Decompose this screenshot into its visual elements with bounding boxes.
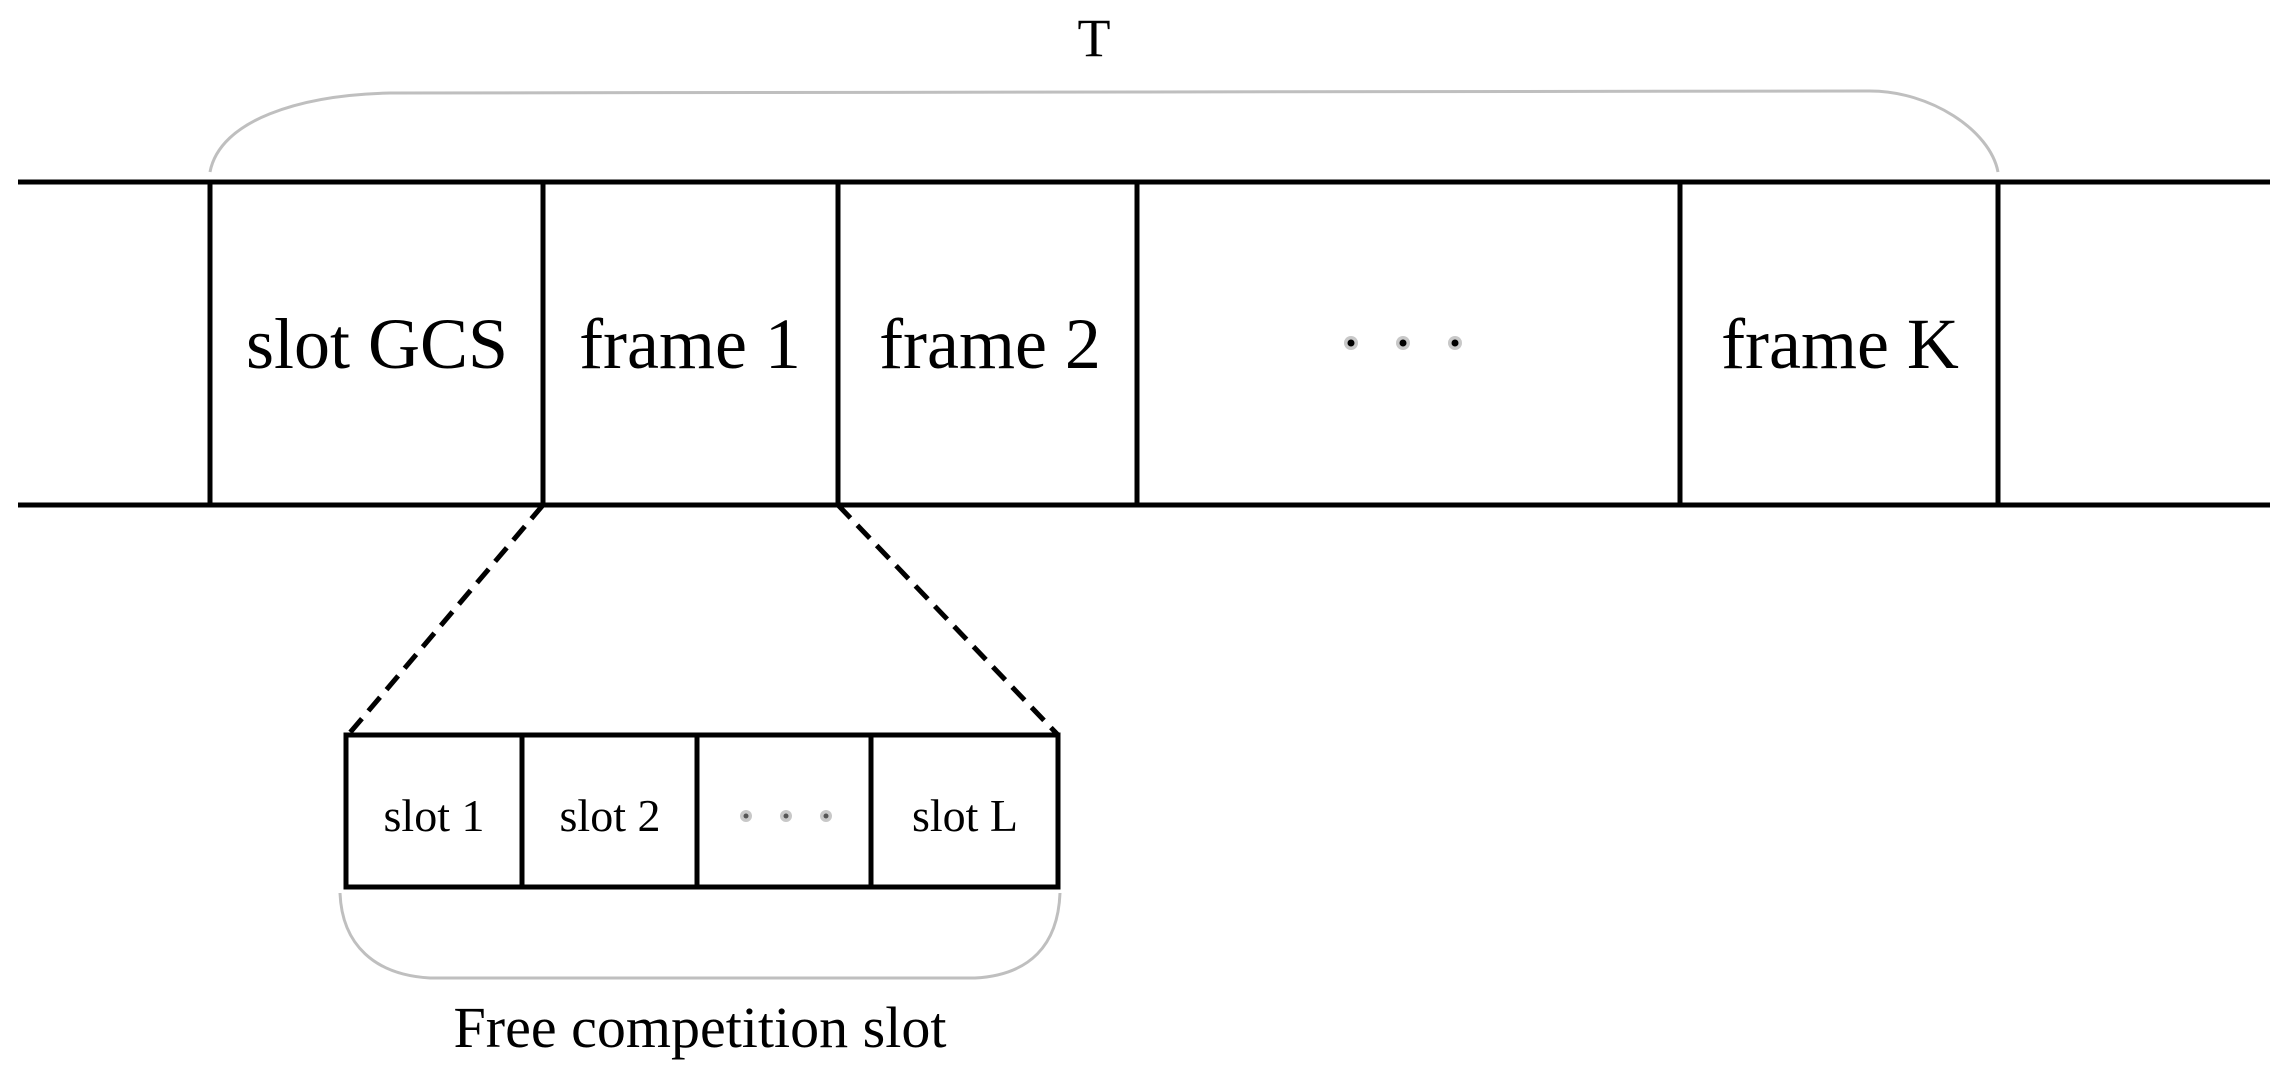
segment-label-frame-2: frame 2 — [879, 304, 1101, 384]
zoom-line-left — [346, 503, 545, 737]
segment-label-frame-k: frame K — [1721, 304, 1959, 384]
timeline-ellipsis-icon — [1344, 336, 1462, 350]
period-brace — [208, 89, 2000, 173]
detail-caption: Free competition slot — [454, 995, 947, 1060]
detail-slot-box — [343, 732, 1061, 890]
slot-label-1: slot 1 — [384, 790, 485, 841]
segment-label-frame-1: frame 1 — [579, 304, 801, 384]
period-label: T — [1078, 8, 1111, 68]
slot-label-2: slot 2 — [560, 790, 661, 841]
zoom-line-right — [836, 503, 1060, 737]
detail-brace — [338, 892, 1062, 980]
detail-ellipsis-icon — [740, 810, 832, 822]
slot-label-l: slot L — [912, 790, 1018, 841]
segment-label-slot-gcs: slot GCS — [246, 304, 508, 384]
